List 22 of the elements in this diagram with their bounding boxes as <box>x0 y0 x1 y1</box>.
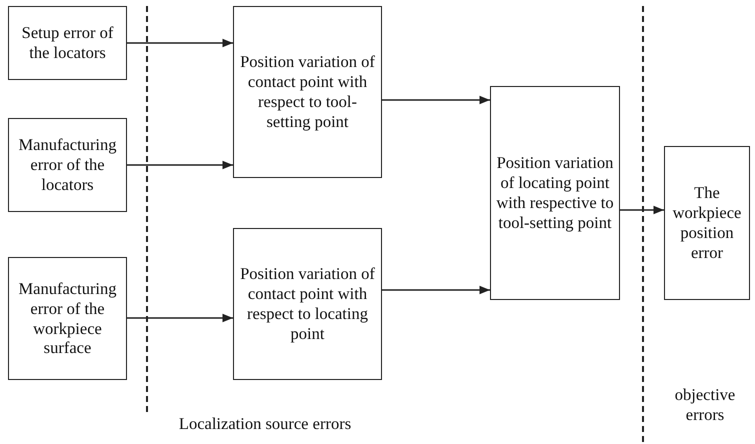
box-text: Manufacturing error of the locators <box>17 135 118 195</box>
process-box <box>8 6 127 80</box>
arrow <box>382 286 490 294</box>
arrow <box>382 96 490 104</box>
box-text: The workpiece position error <box>672 183 742 263</box>
process-box <box>8 257 127 380</box>
process-box <box>233 6 382 178</box>
box-text: Position variation of contact point with respect to tool-setting point <box>239 52 376 132</box>
process-box <box>490 86 620 300</box>
arrow <box>127 314 233 322</box>
box-text: Position variation of contact point with respect to locating point <box>239 264 376 344</box>
process-box <box>8 118 127 212</box>
section-label: objective errors <box>674 385 736 425</box>
process-box <box>233 228 382 380</box>
arrow <box>127 160 233 170</box>
process-box <box>664 146 750 300</box>
arrow <box>620 206 664 214</box>
box-text: Setup error of the locators <box>20 23 114 63</box>
arrow <box>127 38 233 48</box>
box-text: Manufacturing error of the workpiece surface <box>17 278 118 358</box>
box-text: Position variation of locating point with respective to tool-setting point <box>495 153 615 233</box>
section-label: Localization source errors <box>178 414 352 434</box>
